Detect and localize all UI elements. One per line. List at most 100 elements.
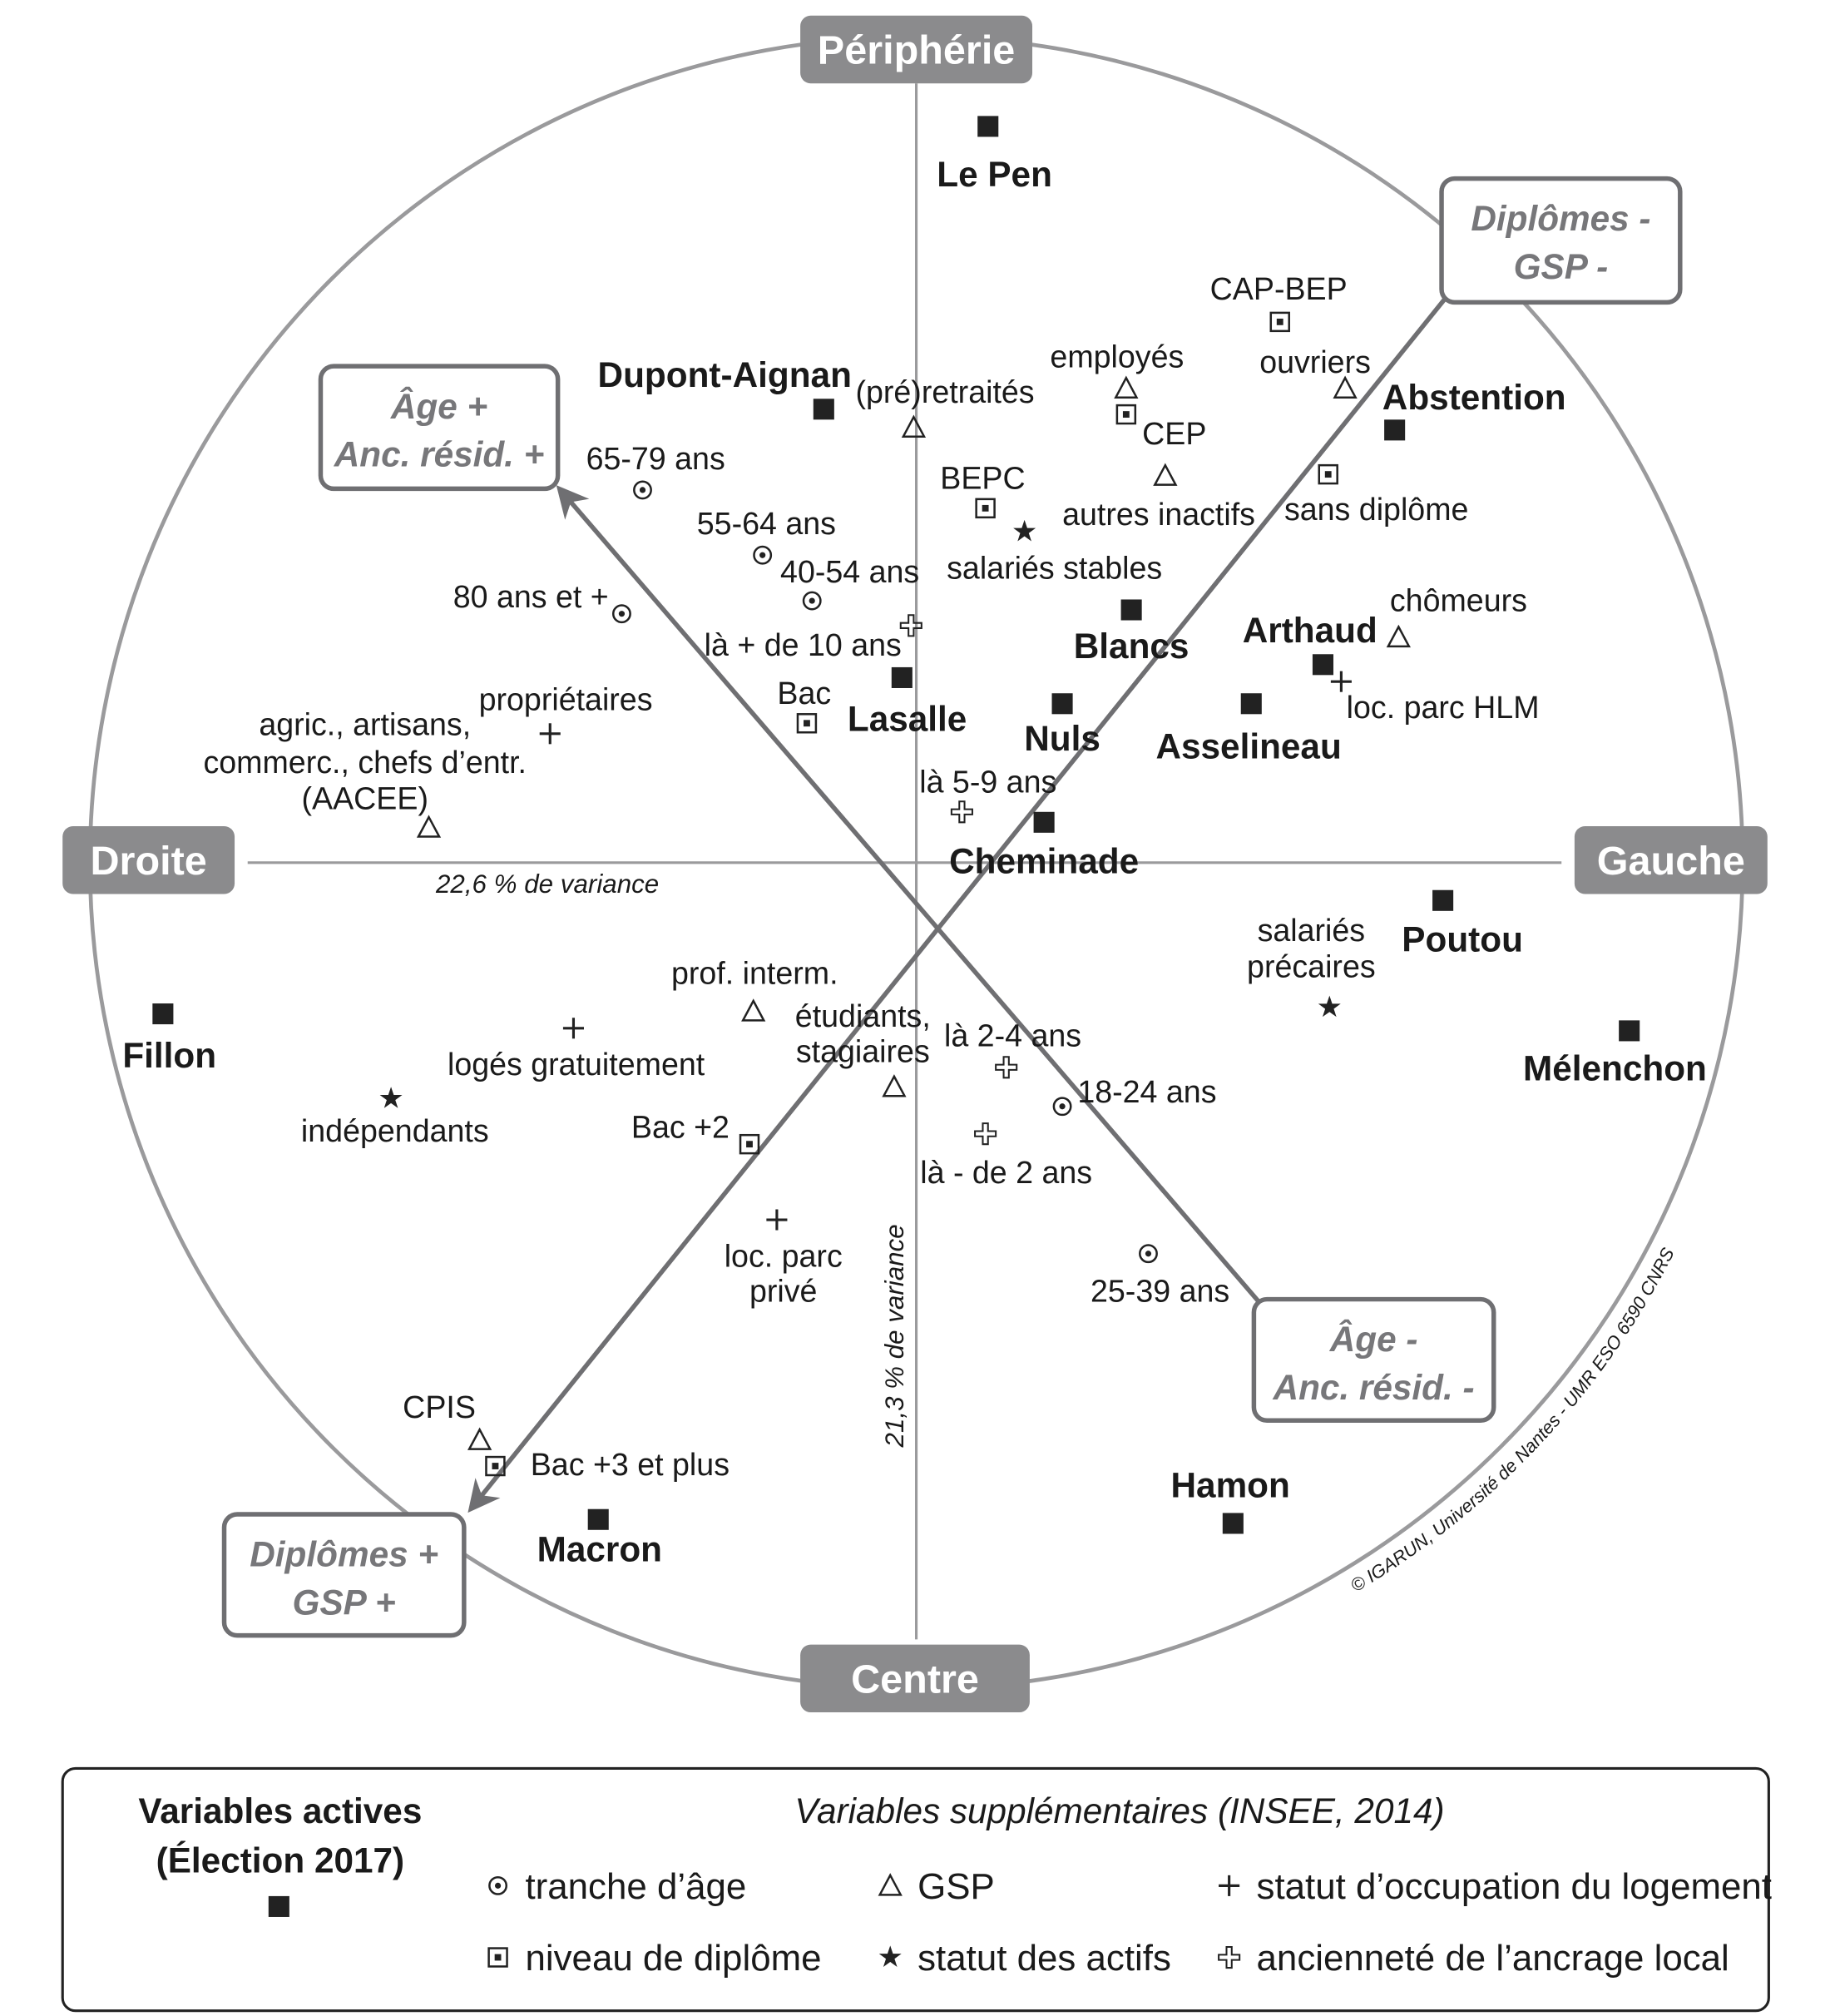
diploma-label: Bac +3 et plus [531, 1447, 730, 1482]
age-circle-dot-icon [802, 591, 822, 611]
legend-candidate-square-icon [268, 1895, 289, 1917]
age-circle-dot-icon [753, 545, 773, 565]
candidate-square-icon [1051, 693, 1073, 715]
anchorage-label: là 2-4 ans [944, 1018, 1081, 1053]
gsp-triangle-icon [882, 1074, 907, 1097]
worker-status-star-icon [1013, 519, 1036, 542]
x-variance-label: 22,6 % de variance [435, 869, 659, 899]
age-label: 18-24 ans [1077, 1074, 1216, 1109]
candidate-label: Cheminade [949, 841, 1139, 880]
diploma-label: sans diplôme [1284, 492, 1468, 527]
candidate-label: Lasalle [848, 700, 967, 739]
gsp-label: autres inactifs [1062, 497, 1255, 532]
candidate-square-icon [813, 399, 834, 420]
gsp-label: (pré)retraités [855, 374, 1034, 409]
worker-status-star-icon [1318, 995, 1341, 1018]
worker-status-label: indépendants [301, 1113, 489, 1148]
pole-label: GSP + [293, 1583, 396, 1622]
pole-label: Diplômes + [250, 1535, 438, 1574]
anchorage-label: là 5-9 ans [919, 764, 1056, 799]
gsp-label: CPIS [403, 1389, 476, 1424]
candidate-square-icon [152, 1003, 174, 1025]
legend-star-icon [878, 1945, 902, 1967]
age-label: 65-79 ans [586, 441, 725, 476]
diploma-box-dot-icon [739, 1133, 760, 1155]
gsp-triangle-icon [1114, 375, 1139, 399]
gsp-triangle-icon [901, 414, 927, 438]
gsp-label: agric., artisans, [259, 706, 471, 741]
gsp-triangle-icon [1386, 624, 1411, 648]
housing-label: loc. parc HLM [1347, 690, 1540, 725]
legend-item-label: tranche d’âge [525, 1866, 746, 1907]
candidate-square-icon [891, 666, 913, 688]
y-variance-label: 21,3 % de variance [880, 1224, 909, 1448]
worker-status-star-icon [379, 1087, 403, 1108]
candidate-square-icon [1033, 811, 1055, 833]
housing-label: privé [749, 1274, 817, 1309]
diploma-box-dot-icon [796, 713, 818, 734]
gsp-label: prof. interm. [671, 956, 838, 991]
diploma-label: CAP-BEP [1210, 271, 1348, 306]
diploma-box-dot-icon [1269, 311, 1290, 333]
pole-label: Anc. résid. - [1273, 1368, 1475, 1407]
candidate-square-icon [1120, 599, 1142, 621]
gsp-label: chômeurs [1390, 583, 1527, 618]
legend-item-label: GSP [917, 1866, 995, 1907]
housing-label: logés gratuitement [448, 1047, 705, 1082]
diploma-axis-arrow [467, 298, 1447, 1513]
axis-pole-bottom [800, 1644, 1030, 1713]
pole-label: GSP - [1514, 247, 1609, 286]
diploma-label: CEP [1142, 416, 1206, 451]
anchorage-label: là - de 2 ans [920, 1155, 1092, 1190]
gsp-label: commerc., chefs d’entr. [203, 745, 527, 780]
pole-box-age-minus [1251, 1296, 1496, 1423]
axis-pole-left [62, 826, 235, 894]
candidate-label: Mélenchon [1523, 1048, 1707, 1087]
age-label: 40-54 ans [780, 554, 919, 589]
housing-plus-icon [766, 1209, 788, 1231]
gsp-triangle-icon [741, 998, 766, 1022]
age-axis-arrow [556, 485, 1260, 1302]
candidate-label: Dupont-Aignan [598, 355, 852, 394]
age-circle-dot-icon [1139, 1244, 1158, 1264]
age-circle-dot-icon [611, 604, 631, 624]
legend-active-subtitle: (Élection 2017) [156, 1841, 405, 1880]
anchorage-open-cross-icon [995, 1056, 1018, 1079]
age-circle-dot-icon [633, 480, 652, 500]
pole-label: Anc. résid. + [334, 435, 545, 474]
legend-tri-icon [878, 1873, 903, 1896]
gsp-label: stagiaires [796, 1034, 930, 1069]
candidate-square-icon [977, 116, 999, 137]
age-label: 80 ans et + [453, 579, 609, 614]
axis-pole-label-top: Périphérie [818, 28, 1016, 73]
pole-box-age-plus [318, 364, 561, 492]
candidate-label: Blancs [1074, 627, 1190, 666]
candidate-label: Asselineau [1155, 727, 1341, 766]
legend-box [61, 1766, 1770, 2013]
age-label: 55-64 ans [697, 506, 836, 541]
candidate-label: Poutou [1402, 919, 1523, 958]
pole-label: Âge + [390, 386, 487, 426]
legend-supplementary-title: Variables supplémentaires (INSEE, 2014) [794, 1791, 1444, 1830]
candidate-label: Hamon [1171, 1466, 1290, 1505]
housing-plus-icon [1330, 671, 1352, 692]
candidate-label: Macron [537, 1529, 662, 1568]
diploma-label: BEPC [940, 460, 1025, 495]
worker-status-label: salariés stables [947, 550, 1162, 585]
pole-box-dipl-minus [1439, 176, 1683, 305]
legend-item-label: statut des actifs [917, 1938, 1171, 1979]
pole-label: Âge - [1329, 1319, 1418, 1359]
candidate-square-icon [1432, 889, 1454, 911]
axis-pole-top [800, 15, 1033, 84]
gsp-label: (AACEE) [302, 781, 428, 816]
candidate-label: Arthaud [1243, 611, 1377, 650]
age-circle-dot-icon [1052, 1097, 1072, 1117]
diploma-label: Bac [777, 676, 831, 711]
gsp-triangle-icon [1153, 463, 1178, 486]
housing-label: loc. parc [725, 1238, 843, 1273]
worker-status-label: salariés [1258, 913, 1366, 948]
gsp-label: employés [1050, 339, 1184, 374]
anchorage-open-cross-icon [899, 614, 922, 637]
candidate-square-icon [1619, 1020, 1640, 1042]
